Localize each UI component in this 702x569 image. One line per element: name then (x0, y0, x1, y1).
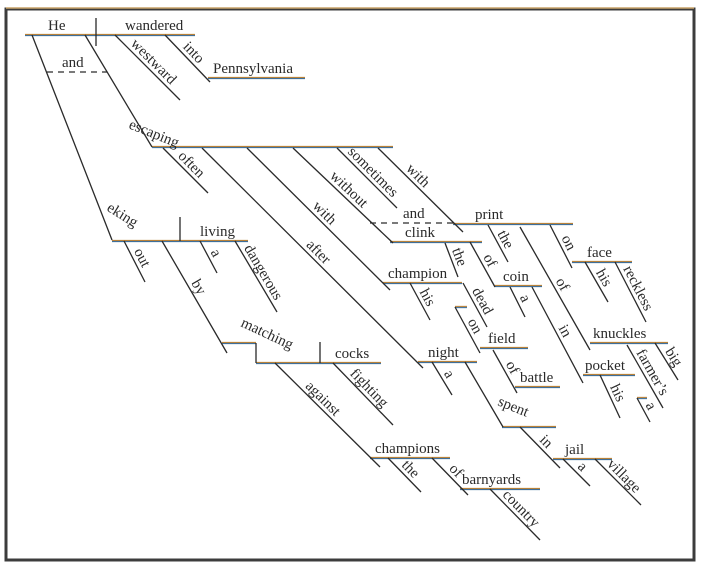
modifier-line (274, 362, 381, 468)
word-he: He (48, 18, 66, 34)
word-clink: clink (405, 225, 435, 241)
modifier-line (594, 458, 642, 506)
word-battle: battle (520, 370, 554, 386)
modifier-line (469, 241, 496, 288)
modifier-line (387, 457, 422, 493)
word-his-face: his (592, 266, 615, 289)
modifier-line (332, 362, 394, 426)
word-knuckles: knuckles (593, 326, 646, 342)
modifier-line (519, 426, 561, 469)
modifier-line (31, 34, 113, 241)
modifier-line (531, 286, 584, 384)
word-night: night (428, 345, 460, 361)
modifier-line (454, 306, 481, 354)
modifier-line (464, 361, 504, 428)
modifier-line (654, 342, 679, 381)
diagram-frame (4, 7, 696, 562)
word-and1: and (62, 55, 84, 71)
word-his-pocket: his (606, 382, 628, 405)
modifier-line (431, 457, 469, 496)
modifier-line (549, 224, 573, 269)
word-print: print (475, 207, 504, 223)
modifier-line (584, 261, 609, 303)
modifier-line (519, 226, 591, 351)
modifier-line (489, 488, 541, 541)
word-and2: and (403, 206, 425, 222)
word-wandered: wandered (125, 18, 184, 34)
modifier-line (162, 147, 209, 194)
word-pocket: pocket (585, 358, 626, 374)
word-on-field: on (464, 316, 485, 337)
modifier-line (636, 397, 651, 423)
modifier-line (377, 147, 464, 233)
modifier-line (246, 147, 391, 291)
modifier-line (161, 240, 228, 354)
word-coin: coin (503, 269, 529, 285)
modifier-line (114, 34, 181, 101)
modifier-line (199, 240, 218, 274)
word-jail: jail (564, 442, 584, 458)
modifier-line (123, 240, 146, 283)
modifier-line (336, 147, 398, 209)
modifier-line (462, 282, 488, 328)
word-the-clink: the (448, 246, 470, 269)
modifier-line (487, 224, 509, 263)
modifier-line (431, 361, 453, 396)
modifier-line (492, 349, 518, 394)
modifier-line (164, 34, 211, 83)
word-on-print: on (558, 233, 579, 254)
modifier-line (84, 34, 153, 148)
word-champions: champions (375, 441, 440, 457)
modifier-line (444, 242, 459, 278)
word-barnyards: barnyards (462, 472, 521, 488)
word-his-champion: his (416, 286, 438, 309)
word-living: living (200, 224, 236, 240)
word-the-print: the (494, 228, 517, 252)
modifier-line (234, 240, 278, 313)
modifier-line (599, 374, 621, 419)
word-cocks: cocks (335, 346, 369, 362)
word-face: face (587, 245, 612, 261)
modifier-line (626, 344, 664, 409)
modifier-line (201, 147, 424, 369)
modifier-line (562, 458, 591, 487)
modifier-line (509, 286, 526, 318)
modifier-line (409, 282, 431, 321)
word-field: field (488, 331, 516, 347)
modifier-line (292, 147, 394, 244)
modifier-line (614, 261, 647, 323)
word-pennsylvania: Pennsylvania (213, 61, 293, 77)
word-champion: champion (388, 266, 448, 282)
